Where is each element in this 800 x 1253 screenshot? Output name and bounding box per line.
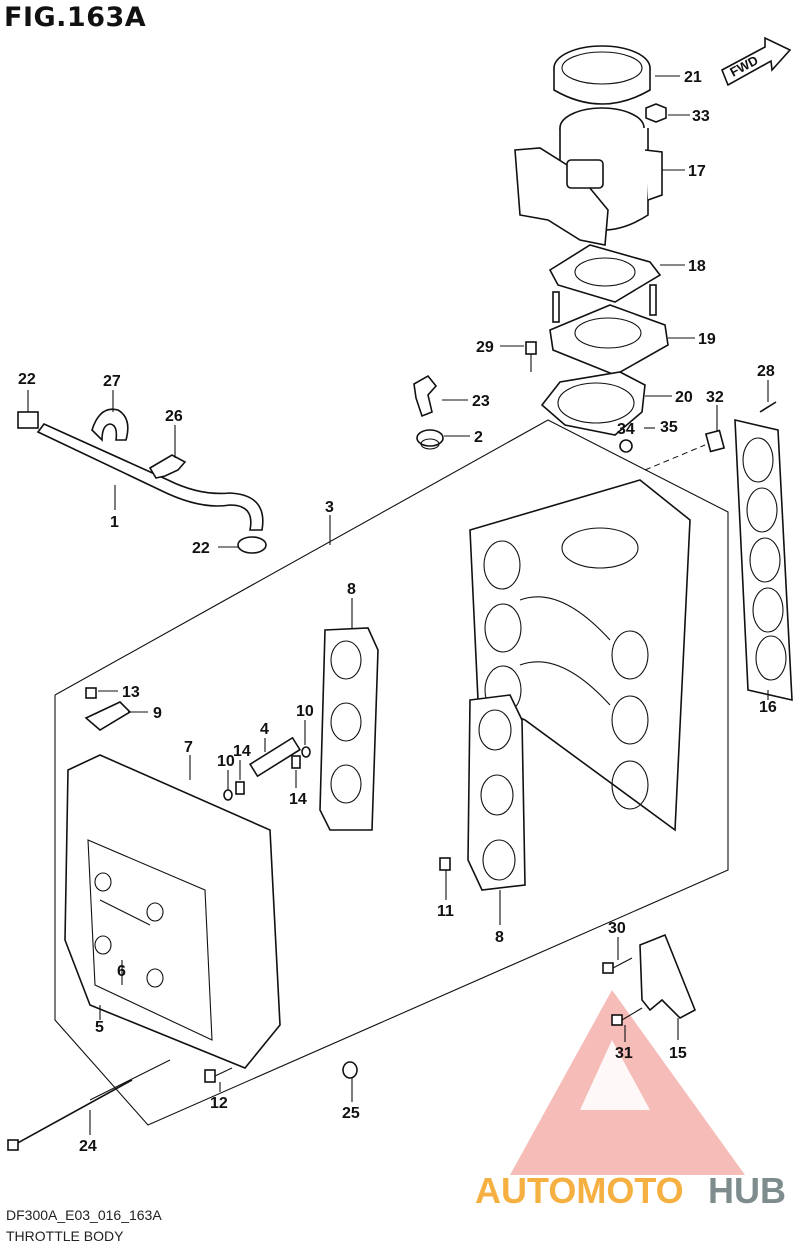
part-14-cap-a (235, 781, 245, 795)
callout-26: 26 (165, 408, 183, 425)
part-22-clamp-a (17, 411, 39, 429)
callout-20: 20 (675, 389, 693, 406)
callout-15: 15 (669, 1045, 687, 1062)
part-30-bolt (602, 957, 633, 974)
watermark-text-1: AUTOMOTO (475, 1170, 684, 1211)
callout-7: 7 (184, 739, 193, 756)
callout-8-a: 8 (347, 581, 356, 598)
part-15-bracket (639, 933, 697, 1019)
callout-33: 33 (692, 108, 710, 125)
watermark-logo: AUTOMOTO HUB (475, 990, 786, 1211)
part-21-sleeve (553, 45, 651, 105)
callout-29: 29 (476, 339, 494, 356)
watermark-text-2: HUB (708, 1170, 786, 1211)
part-13-bolt (85, 687, 97, 699)
callout-12: 12 (210, 1095, 228, 1112)
part-1-hose (36, 423, 264, 531)
callout-10-a: 10 (217, 753, 235, 770)
callout-labels: 21 33 17 18 19 29 20 23 2 32 28 34 35 22… (18, 69, 777, 1155)
part-18-gasket (548, 244, 662, 303)
part-22-clamp-b (237, 536, 267, 554)
leader-lines (27, 75, 769, 1135)
part-33-nut (645, 103, 667, 123)
part-7-silencer-case (64, 754, 281, 1069)
part-26-bracket (148, 454, 187, 479)
callout-14-b: 14 (289, 791, 307, 808)
part-20-gasket (540, 371, 646, 436)
callout-32: 32 (706, 389, 724, 406)
part-25-plug (342, 1061, 358, 1079)
assembly-frame (54, 419, 729, 1126)
callout-14-a: 14 (233, 743, 251, 760)
part-23-fitting (413, 374, 438, 418)
callout-19: 19 (698, 331, 716, 348)
part-10-oring-a (223, 789, 233, 801)
part-9-sensor (84, 701, 132, 731)
callout-10-b: 10 (296, 703, 314, 720)
callout-9: 9 (153, 705, 162, 722)
callout-2: 2 (474, 429, 483, 446)
callout-35: 35 (660, 419, 678, 436)
callout-5: 5 (95, 1019, 104, 1036)
part-10-oring-b (301, 746, 311, 758)
callout-34: 34 (617, 421, 635, 438)
part-34-nut (619, 439, 633, 453)
part-8-spacer-right (467, 694, 526, 891)
part-29-bolt (525, 341, 537, 372)
callout-4: 4 (260, 721, 269, 738)
callout-1: 1 (110, 514, 119, 531)
callout-21: 21 (684, 69, 702, 86)
callout-18: 18 (688, 258, 706, 275)
callout-30: 30 (608, 920, 626, 937)
callout-31: 31 (615, 1045, 633, 1062)
part-12-bolt (204, 1067, 233, 1083)
callout-8-b: 8 (495, 929, 504, 946)
callout-13: 13 (122, 684, 140, 701)
forward-arrow-icon: FWD (720, 36, 792, 87)
part-11-bolt (439, 857, 451, 871)
callout-22-b: 22 (192, 540, 210, 557)
figure-name: THROTTLE BODY (6, 1228, 124, 1244)
callout-17: 17 (688, 163, 706, 180)
callout-22-a: 22 (18, 371, 36, 388)
part-16-gasket (734, 418, 793, 702)
part-32-dowel (704, 429, 726, 453)
callout-24: 24 (79, 1138, 97, 1155)
part-27-clamp (91, 408, 129, 442)
figure-code: DF300A_E03_016_163A (6, 1207, 162, 1223)
part-31-bolt (611, 1007, 643, 1026)
part-17-throttle-body (514, 107, 663, 246)
callout-11: 11 (437, 903, 454, 920)
part-14-cap-b (291, 755, 301, 769)
callout-3: 3 (325, 499, 334, 516)
figure-title: FIG.163A (4, 2, 147, 33)
part-24-long-bolt (7, 1079, 133, 1151)
part-4-pipe (248, 736, 302, 778)
callout-16: 16 (759, 699, 777, 716)
part-28-stud (759, 401, 777, 413)
part-2-grommet (416, 429, 444, 450)
callout-23: 23 (472, 393, 490, 410)
callout-25: 25 (342, 1105, 360, 1122)
part-8-spacer-left (319, 627, 379, 831)
callout-28: 28 (757, 363, 775, 380)
callout-6: 6 (117, 963, 126, 980)
callout-27: 27 (103, 373, 121, 390)
part-19-adapter (549, 304, 669, 376)
